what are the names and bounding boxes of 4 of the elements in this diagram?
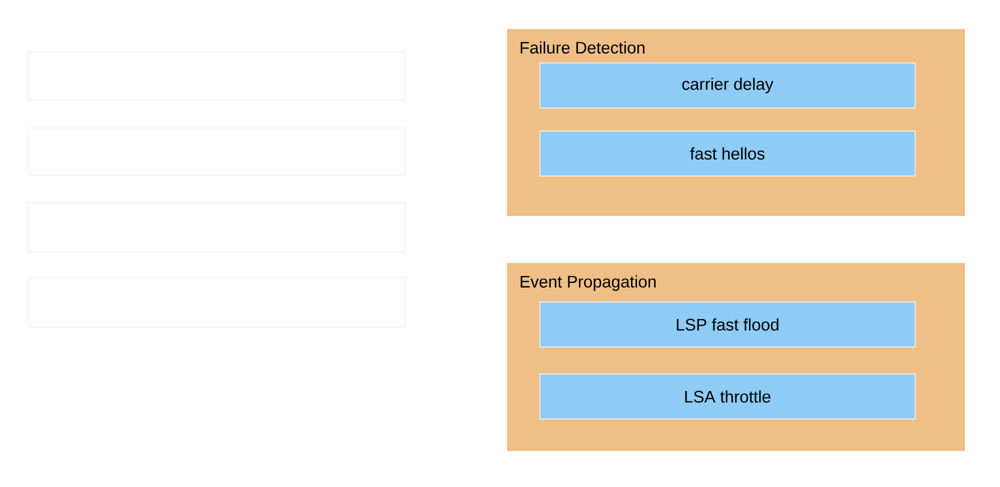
item-box: carrier delay [540,62,916,108]
item-box: fast hellos [540,130,916,176]
item-box: LSP fast flood [540,302,916,348]
item-box: LSA throttle [540,374,916,420]
